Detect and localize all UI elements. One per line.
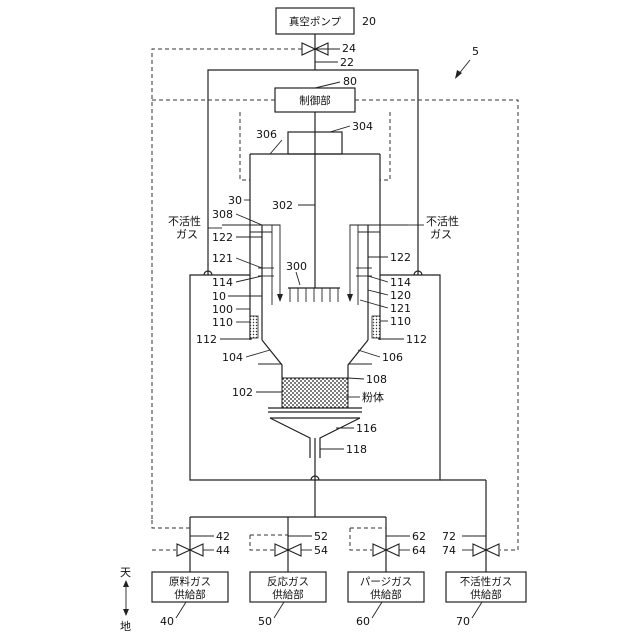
svg-text:制御部: 制御部 [299, 94, 331, 107]
ref-72: 72 [442, 530, 456, 543]
powder-bed [282, 378, 348, 408]
svg-text:供給部: 供給部 [370, 588, 402, 601]
valve-24 [302, 43, 340, 55]
funnel-right [348, 340, 368, 378]
ref-121: 121 [212, 252, 233, 265]
ref-104: 104 [222, 351, 243, 364]
ref-20: 20 [362, 15, 376, 28]
ref-110: 110 [212, 316, 233, 329]
ref-300: 300 [286, 260, 307, 273]
ref-304: 304 [352, 120, 373, 133]
ref-5: 5 [472, 45, 479, 58]
svg-text:天: 天 [120, 566, 131, 579]
ref-70: 70 [456, 615, 470, 628]
ref-112-right: 112 [406, 333, 427, 346]
ref-60: 60 [356, 615, 370, 628]
ref-114-right: 114 [390, 276, 411, 289]
ref-52: 52 [314, 530, 328, 543]
purge-gas-supply-box: パージガス 供給部 [348, 572, 424, 602]
ref-74: 74 [442, 544, 456, 557]
vacuum-pump-box: 真空ポンプ [276, 8, 354, 34]
ref-24: 24 [342, 42, 356, 55]
svg-text:地: 地 [120, 620, 131, 633]
filter-left [250, 316, 258, 338]
ref-44: 44 [216, 544, 230, 557]
svg-text:ガス: ガス [430, 228, 452, 241]
ref-62: 62 [412, 530, 426, 543]
svg-text:供給部: 供給部 [174, 588, 206, 601]
svg-text:不活性ガス: 不活性ガス [460, 575, 513, 588]
svg-text:ガス: ガス [176, 228, 198, 241]
ref-64: 64 [412, 544, 426, 557]
ref-112: 112 [196, 333, 217, 346]
ref-10: 10 [212, 290, 226, 303]
ref-116: 116 [356, 422, 377, 435]
svg-text:パージガス: パージガス [360, 576, 412, 588]
ref-102: 102 [232, 386, 253, 399]
funnel-left [262, 340, 282, 378]
ref-80: 80 [343, 75, 357, 88]
filter-right [372, 316, 380, 338]
stirring-blades [288, 288, 340, 302]
svg-text:供給部: 供給部 [272, 588, 304, 601]
svg-text:供給部: 供給部 [470, 588, 502, 601]
powder-label: 粉体 [362, 390, 384, 404]
inert-gas-supply-box: 不活性ガス 供給部 [446, 572, 526, 602]
ref-121-right: 121 [390, 302, 411, 315]
svg-text:原料ガス: 原料ガス [169, 575, 211, 588]
ref-22: 22 [340, 56, 354, 69]
lower-funnel-left [270, 418, 310, 458]
ref-42: 42 [216, 530, 230, 543]
raw-gas-supply-box: 原料ガス 供給部 [152, 572, 228, 602]
ref-110-right: 110 [390, 315, 411, 328]
controller-box: 制御部 [275, 88, 355, 112]
ref-120: 120 [390, 289, 411, 302]
ref-30: 30 [228, 194, 242, 207]
ref-100: 100 [212, 303, 233, 316]
ref-122: 122 [212, 231, 233, 244]
ref-308: 308 [212, 208, 233, 221]
inert-gas-label-right: 不活性 [426, 214, 459, 228]
reaction-gas-supply-box: 反応ガス 供給部 [250, 572, 326, 602]
svg-text:反応ガス: 反応ガス [267, 575, 309, 588]
ref-106: 106 [382, 351, 403, 364]
ref-40: 40 [160, 615, 174, 628]
inert-gas-label-left: 不活性 [168, 214, 201, 228]
ref-122-right: 122 [390, 251, 411, 264]
ref-54: 54 [314, 544, 328, 557]
ref-302: 302 [272, 199, 293, 212]
ref-118: 118 [346, 443, 367, 456]
svg-text:真空ポンプ: 真空ポンプ [289, 15, 342, 28]
ref-108: 108 [366, 373, 387, 386]
ref-306: 306 [256, 128, 277, 141]
orientation-indicator: 天 地 [120, 566, 131, 633]
ref-114: 114 [212, 276, 233, 289]
ref-50: 50 [258, 615, 272, 628]
